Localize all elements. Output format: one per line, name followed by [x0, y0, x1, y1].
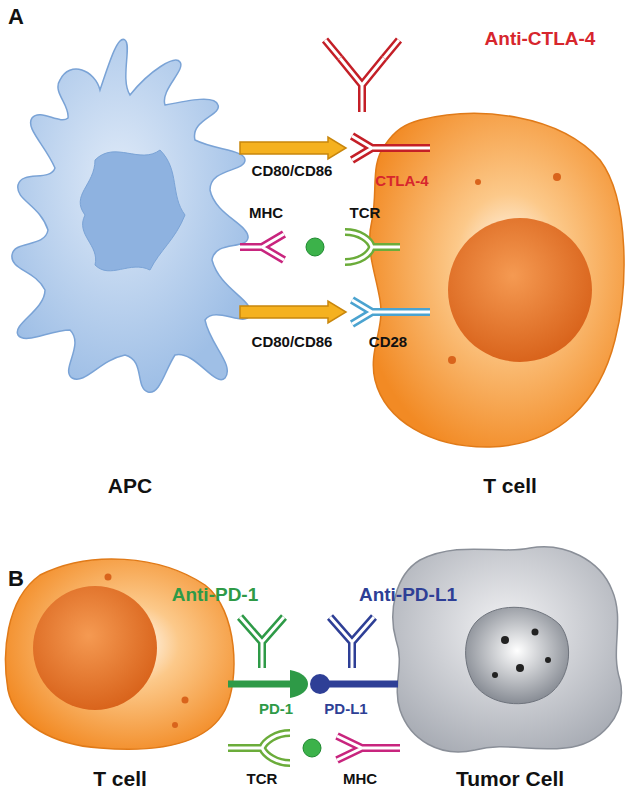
cell-label: T cell: [35, 767, 205, 791]
panel-letter: B: [8, 566, 24, 592]
apc-cell: APC: [15, 40, 245, 500]
receptor-label: CD28: [369, 333, 407, 350]
t-cell: T cell: [395, 110, 625, 500]
cell-label: Tumor Cell: [395, 767, 625, 791]
ligand-label: PD-L1: [324, 700, 367, 717]
molecule-label: MHC: [343, 770, 377, 787]
antibody-label: Anti-PD-L1: [359, 584, 457, 606]
molecule-label: MHC: [249, 204, 283, 221]
cell-label: APC: [15, 474, 245, 498]
receptor-label: PD-1: [259, 700, 293, 717]
cell-label: T cell: [395, 474, 625, 498]
antibody-label: Anti-CTLA-4: [485, 28, 596, 50]
ligand-label: CD80/CD86: [252, 333, 333, 350]
molecule-label: TCR: [247, 770, 278, 787]
ligand-label: CD80/CD86: [252, 162, 333, 179]
molecule-label: TCR: [350, 204, 381, 221]
receptor-label: CTLA-4: [375, 172, 428, 189]
tumor-cell: Tumor Cell: [395, 540, 625, 797]
antibody-label: Anti-PD-1: [172, 584, 259, 606]
panel-letter: A: [8, 4, 24, 30]
